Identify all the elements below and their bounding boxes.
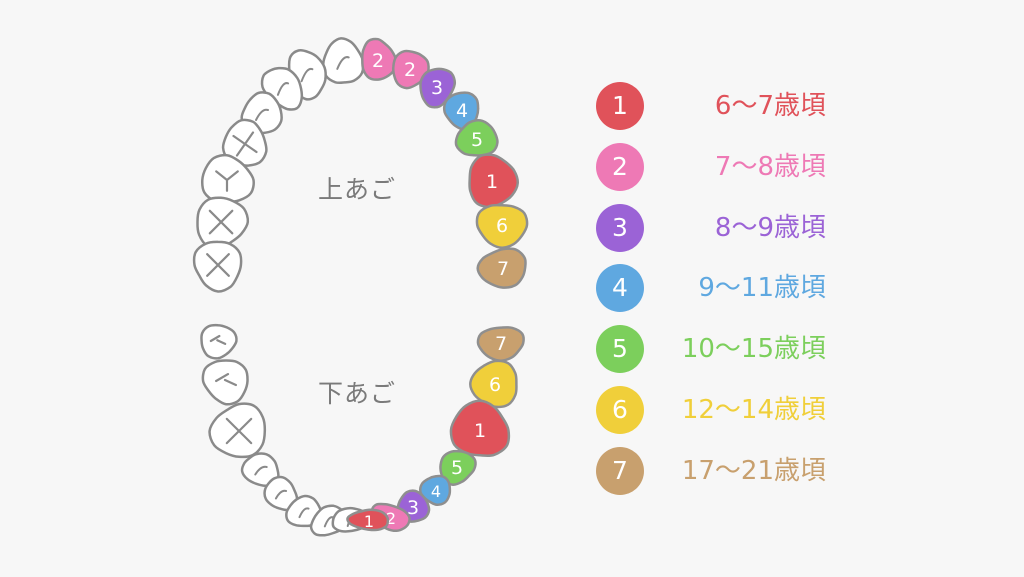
lower-jaw-label: 下あご (318, 379, 397, 408)
erupting-tooth-shape (476, 326, 525, 362)
legend-item: 3 8〜9歳頃 (596, 203, 836, 265)
tooth-shape (201, 359, 249, 406)
tooth-number-label: 3 (431, 77, 443, 99)
legend-age-range: 7〜8歳頃 (714, 151, 826, 182)
legend-age-range: 10〜15歳頃 (681, 334, 826, 365)
upper-erupting-tooth: 3 (419, 67, 457, 109)
erupting-tooth-shape (468, 153, 519, 209)
lower-erupting-tooth: 1 (449, 399, 511, 458)
legend-age-range: 8〜9歳頃 (714, 212, 826, 243)
upper-primary-tooth (221, 118, 268, 167)
tooth-groove (336, 56, 350, 70)
upper-erupting-tooth: 1 (468, 153, 519, 209)
tooth-groove (323, 516, 335, 528)
erupting-tooth-shape (476, 247, 527, 289)
legend-item: 2 7〜8歳頃 (596, 142, 836, 204)
tooth-number-label: 4 (456, 100, 468, 122)
lower-primary-tooth (208, 402, 267, 459)
tooth-number-label: 1 (364, 512, 374, 531)
lower-primary-tooth (263, 475, 299, 512)
tooth-groove (298, 507, 310, 519)
legend: 1 6〜7歳頃 2 7〜8歳頃 3 8〜9歳頃 4 9〜11歳頃 5 10〜15… (596, 82, 836, 508)
lower-erupting-tooth: 1 (346, 508, 390, 532)
legend-item: 6 12〜14歳頃 (596, 385, 836, 447)
tooth-number-label: 2 (386, 509, 396, 528)
lower-erupting-tooth: 5 (439, 449, 477, 486)
lower-erupting-tooth: 6 (469, 359, 518, 409)
tooth-number-label: 5 (471, 129, 483, 151)
tooth-groove (209, 334, 227, 345)
upper-erupting-tooth: 6 (475, 203, 529, 249)
upper-erupting-tooth: 2 (391, 49, 430, 90)
legend-age-range: 9〜11歳頃 (698, 273, 826, 304)
legend-badge: 2 (596, 142, 644, 191)
tooth-groove (255, 108, 269, 121)
erupting-tooth-shape (361, 37, 398, 81)
legend-badge: 3 (596, 203, 644, 252)
lower-primary-tooth (200, 323, 238, 360)
tooth-number-label: 2 (372, 50, 384, 72)
tooth-number-label: 6 (489, 374, 501, 396)
erupting-tooth-shape (391, 49, 430, 90)
legend-item: 7 17〜21歳頃 (596, 446, 836, 508)
upper-primary-tooth (196, 196, 250, 250)
upper-erupting-tooth: 2 (361, 37, 398, 81)
tooth-shape (322, 37, 365, 85)
legend-item: 4 9〜11歳頃 (596, 264, 836, 325)
upper-erupting-tooth: 7 (476, 247, 527, 289)
tooth-groove (215, 373, 237, 387)
erupting-tooth-shape (419, 67, 457, 109)
legend-item: 5 10〜15歳頃 (596, 325, 836, 386)
tooth-groove (276, 82, 290, 96)
legend-badge: 6 (596, 385, 644, 434)
erupting-tooth-shape (475, 203, 529, 249)
tooth-number-label: 7 (495, 333, 507, 355)
tooth-groove (208, 209, 234, 235)
legend-badge: 7 (596, 446, 644, 495)
tooth-number-label: 6 (496, 215, 508, 237)
tooth-number-label: 3 (407, 497, 419, 519)
erupting-tooth-shape (449, 399, 511, 458)
tooth-number-label: 7 (497, 258, 509, 280)
upper-jaw-label: 上あご (318, 175, 397, 204)
legend-badge: 5 (596, 325, 644, 374)
tooth-groove (254, 465, 268, 476)
tooth-groove (274, 489, 288, 500)
upper-primary-tooth (322, 37, 365, 85)
erupting-tooth-shape (469, 359, 518, 409)
lower-primary-tooth (201, 359, 249, 406)
legend-age-range: 17〜21歳頃 (681, 455, 826, 486)
tooth-number-label: 1 (486, 171, 498, 193)
tooth-groove (225, 417, 253, 445)
tooth-number-label: 5 (451, 457, 463, 479)
lower-erupting-tooth: 7 (476, 326, 525, 362)
legend-badge: 4 (596, 264, 644, 313)
tooth-groove (232, 131, 258, 157)
legend-age-range: 12〜14歳頃 (681, 394, 826, 425)
upper-primary-tooth (192, 240, 243, 293)
legend-badge: 1 (596, 82, 644, 130)
tooth-number-label: 4 (431, 482, 441, 501)
tooth-groove (300, 67, 314, 83)
legend-age-range: 6〜7歳頃 (714, 91, 826, 121)
tooth-groove (206, 253, 230, 277)
upper-primary-tooth (201, 153, 255, 204)
tooth-number-label: 1 (474, 420, 486, 442)
erupting-tooth-shape (439, 449, 477, 486)
erupting-tooth-shape (346, 508, 390, 532)
tooth-number-label: 2 (404, 59, 416, 81)
legend-item: 1 6〜7歳頃 (596, 82, 836, 143)
tooth-groove (215, 170, 239, 192)
